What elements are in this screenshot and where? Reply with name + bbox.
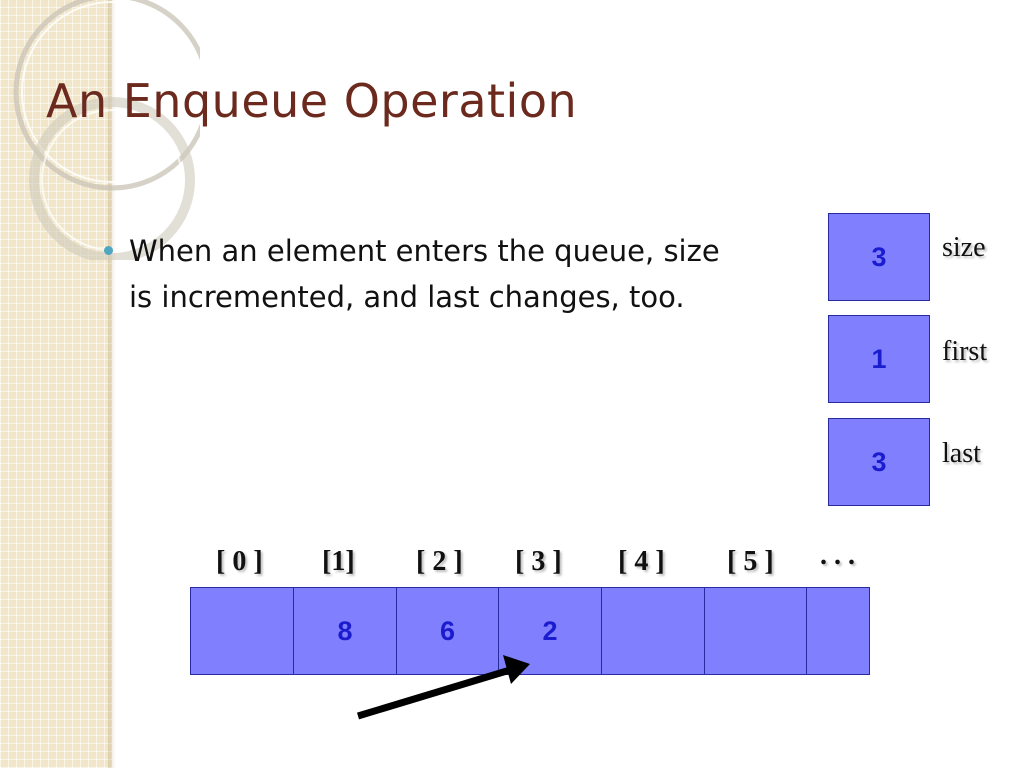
array-index-ellipsis: . . .	[820, 540, 855, 571]
array-cell-5	[704, 587, 807, 675]
size-label: size	[942, 232, 986, 263]
queue-array: 8 6 2	[190, 587, 870, 675]
decorative-rings	[13, 0, 200, 260]
array-cell-2: 6	[396, 587, 499, 675]
array-index-4: [ 4 ]	[618, 546, 665, 577]
array-cell-4	[601, 587, 705, 675]
array-index-3: [ 3 ]	[515, 546, 562, 577]
array-cell-overflow	[806, 587, 870, 675]
array-index-2: [ 2 ]	[416, 546, 463, 577]
first-value-box: 1	[828, 315, 930, 403]
side-strip-shadow	[108, 0, 116, 768]
array-cell-3: 2	[498, 587, 602, 675]
bullet-list: When an element enters the queue, size i…	[104, 228, 724, 320]
array-cell-1: 8	[293, 587, 397, 675]
bullet-dot-icon	[104, 246, 113, 255]
size-value-box: 3	[828, 213, 930, 301]
last-value-box: 3	[828, 418, 930, 506]
last-label: last	[942, 438, 981, 469]
bullet-text: When an element enters the queue, size i…	[129, 234, 720, 314]
slide-title: An Enqueue Operation	[46, 74, 578, 128]
array-index-0: [ 0 ]	[216, 546, 263, 577]
array-cell-0	[190, 587, 294, 675]
array-index-1: [1]	[322, 546, 355, 577]
first-label: first	[942, 336, 988, 367]
array-index-5: [ 5 ]	[727, 546, 774, 577]
